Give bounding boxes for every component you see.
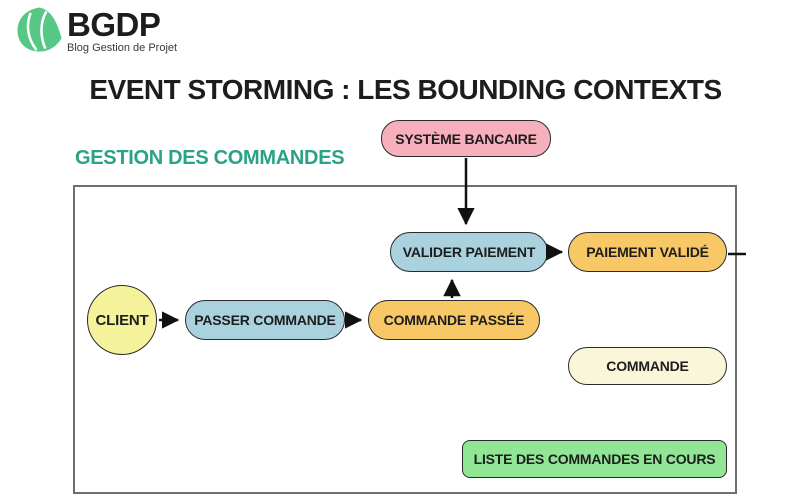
leaf-icon: [16, 6, 63, 58]
node-valider-paiement: VALIDER PAIEMENT: [390, 232, 548, 272]
node-liste-commandes: LISTE DES COMMANDES EN COURS: [462, 440, 727, 478]
page-title: EVENT STORMING : LES BOUNDING CONTEXTS: [89, 74, 722, 105]
node-commande: COMMANDE: [568, 347, 727, 385]
node-passer-commande: PASSER COMMANDE: [185, 300, 345, 340]
bounded-context-label: GESTION DES COMMANDES: [75, 147, 345, 169]
node-commande-passee: COMMANDE PASSÉE: [368, 300, 540, 340]
node-paiement-valide: PAIEMENT VALIDÉ: [568, 232, 727, 272]
node-client: CLIENT: [87, 285, 157, 355]
node-systeme-bancaire: SYSTÈME BANCAIRE: [381, 120, 551, 157]
brand-name: BGDP: [67, 6, 161, 43]
brand-logo-block: BGDP Blog Gestion de Projet: [16, 6, 177, 58]
brand-tagline: Blog Gestion de Projet: [67, 42, 178, 54]
